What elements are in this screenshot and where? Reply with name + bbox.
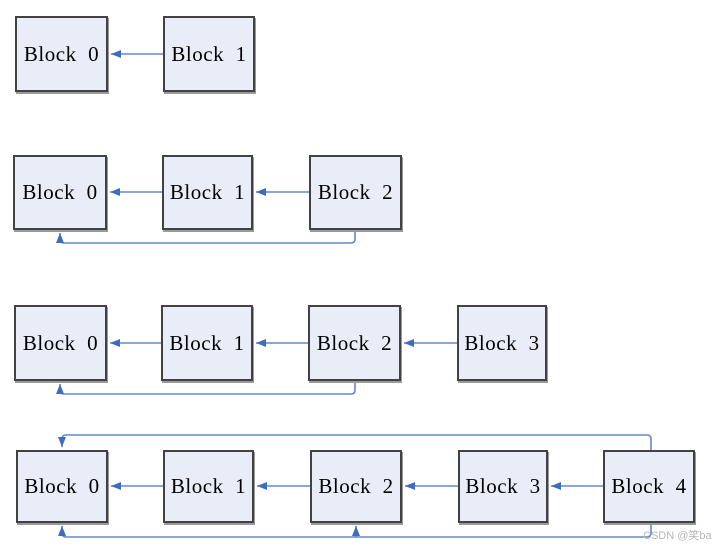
row4-block-4: Block 4 <box>603 450 695 523</box>
skip-r4-top-b4-to-b0 <box>58 434 652 450</box>
row2-block-2: Block 2 <box>309 155 402 230</box>
row4-block-1: Block 1 <box>163 450 254 523</box>
skip-r2-b2-to-b0 <box>56 230 356 244</box>
row4-block-3: Block 3 <box>458 450 548 523</box>
row2-block-1: Block 1 <box>162 155 253 230</box>
skip-r3-b2-to-b0 <box>56 381 356 395</box>
row2-block-0: Block 0 <box>13 155 107 230</box>
row4-block-2: Block 2 <box>310 450 402 523</box>
row4-block-0: Block 0 <box>16 450 108 523</box>
row1-block-0: Block 0 <box>15 16 108 92</box>
row3-block-3: Block 3 <box>457 305 547 381</box>
row3-block-2: Block 2 <box>308 305 401 381</box>
row3-block-0: Block 0 <box>14 305 107 381</box>
row1-block-1: Block 1 <box>163 16 255 92</box>
csdn-watermark: CSDN @笑ba <box>643 530 712 542</box>
row3-block-1: Block 1 <box>161 305 253 381</box>
